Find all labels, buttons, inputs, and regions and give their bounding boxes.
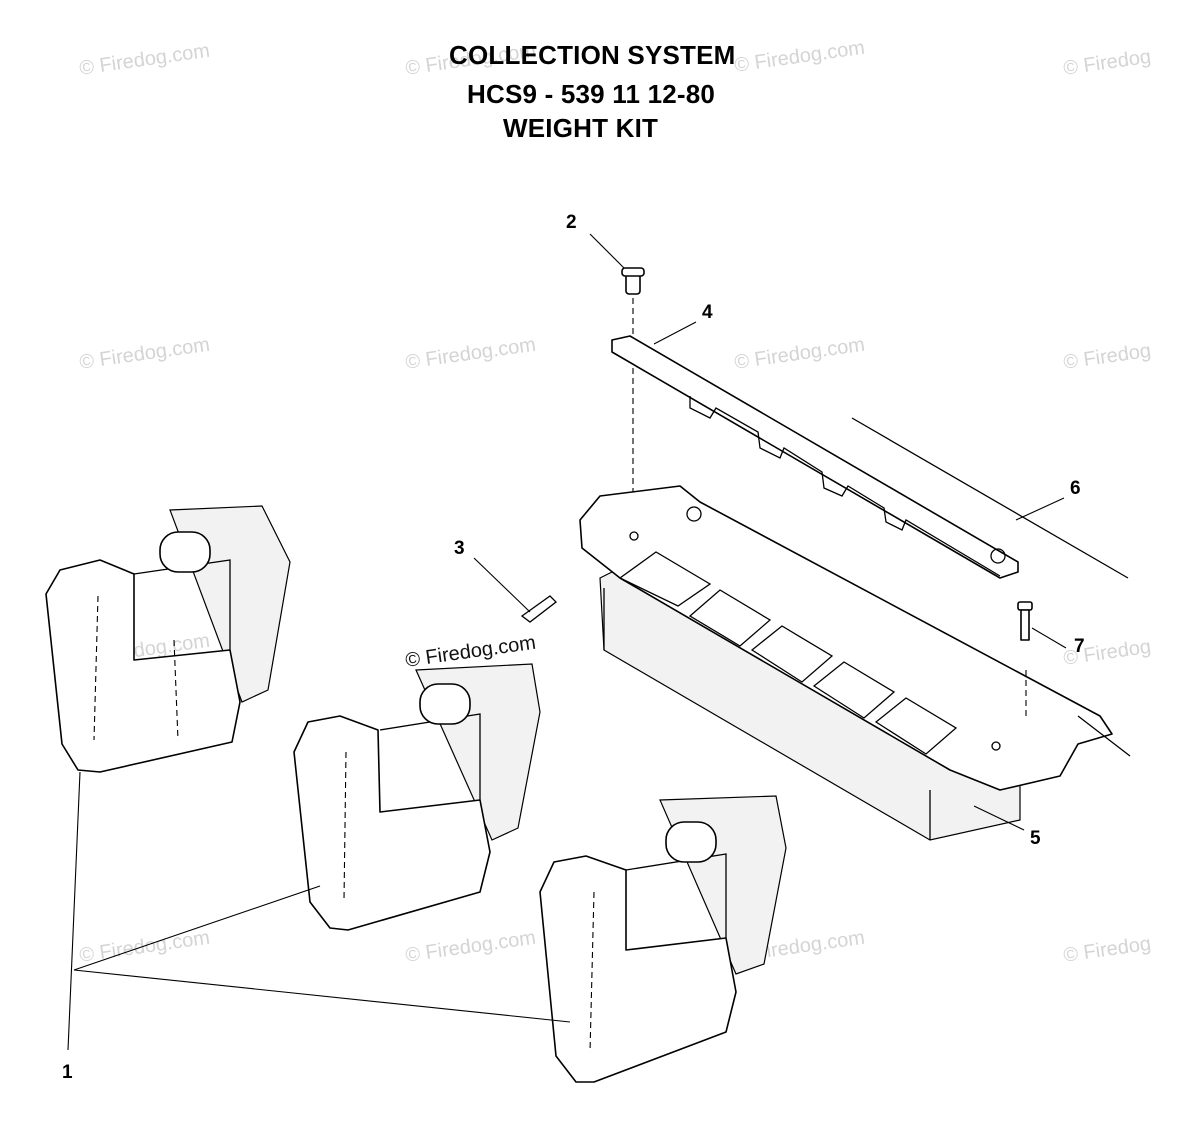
weight-tray-part xyxy=(579,485,1131,841)
callout-3: 3 xyxy=(454,538,465,559)
suitcase-weight-part xyxy=(293,663,541,931)
callout-5: 5 xyxy=(1030,828,1041,849)
callout-4: 4 xyxy=(702,302,713,323)
clip-part xyxy=(520,595,557,623)
suitcase-weight-part xyxy=(45,505,291,773)
diagram-model: HCS9 - 539 11 12-80 xyxy=(467,79,716,109)
callout-1: 1 xyxy=(62,1062,73,1083)
callout-7: 7 xyxy=(1074,636,1085,657)
diagram-subtitle: WEIGHT KIT xyxy=(503,113,659,143)
callout-2: 2 xyxy=(566,212,577,233)
leader-lines xyxy=(67,233,1067,1051)
bolt-part xyxy=(1017,601,1033,641)
diagram-title: COLLECTION SYSTEM xyxy=(449,40,736,70)
support-bar-part xyxy=(611,335,1019,579)
suitcase-weight-part xyxy=(539,795,787,1083)
callout-6: 6 xyxy=(1070,478,1081,499)
rod-part xyxy=(851,417,1129,579)
